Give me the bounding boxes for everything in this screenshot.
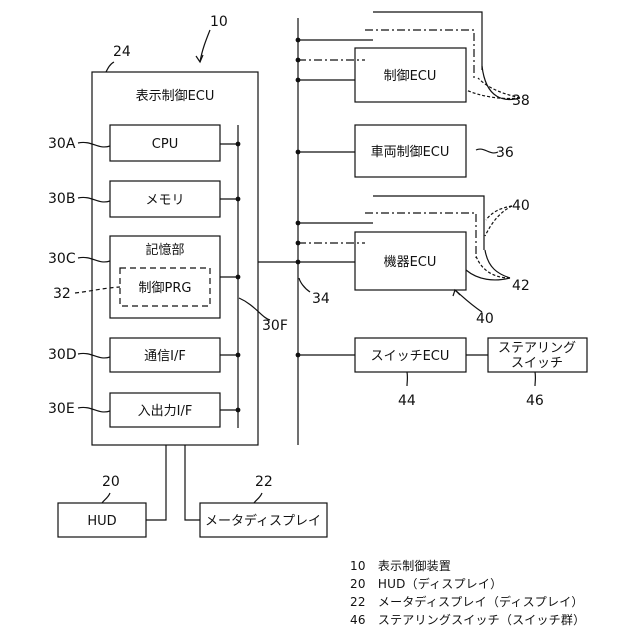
hud-label: HUD <box>87 514 116 529</box>
ref-30D: 30D <box>48 347 77 363</box>
device-ecu-label: 機器ECU <box>384 255 437 270</box>
junction-dot <box>236 142 241 147</box>
comm-if-label: 通信I/F <box>144 349 186 364</box>
ref-46: 46 <box>526 393 544 409</box>
cpu-label: CPU <box>152 137 178 152</box>
ref-34: 34 <box>312 291 330 307</box>
ref-32: 32 <box>53 286 71 302</box>
ref-44: 44 <box>398 393 416 409</box>
ref-22: 22 <box>255 474 273 490</box>
junction-dot <box>236 353 241 358</box>
storage-label: 記憶部 <box>145 242 184 258</box>
junction-dot <box>296 58 301 63</box>
junction-dot <box>296 353 301 358</box>
junction-dot <box>296 38 301 43</box>
junction-dot <box>236 408 241 413</box>
junction-dot <box>236 275 241 280</box>
ref-36: 36 <box>496 145 514 161</box>
ref-30F: 30F <box>262 318 288 334</box>
steering-switch-label-line1: ステアリング <box>498 341 576 356</box>
program-label: 制御PRG <box>139 281 192 296</box>
memory-label: メモリ <box>145 193 184 208</box>
junction-dot <box>296 150 301 155</box>
ref-30C: 30C <box>48 251 76 267</box>
ref-10: 10 <box>210 14 228 30</box>
ref-30A: 30A <box>48 136 76 152</box>
ref-30B: 30B <box>48 191 75 207</box>
junction-dot <box>236 197 241 202</box>
display-ecu-box <box>92 72 258 445</box>
junction-dot <box>296 241 301 246</box>
ref-24: 24 <box>113 44 131 60</box>
legend-item: 46 ステアリングスイッチ（スイッチ群） <box>350 613 585 627</box>
switch-ecu-label: スイッチECU <box>371 349 450 364</box>
ref-30E: 30E <box>48 401 75 417</box>
ref-38: 38 <box>512 93 530 109</box>
ref-20: 20 <box>102 474 120 490</box>
junction-dot <box>296 221 301 226</box>
junction-dot <box>296 260 301 265</box>
steering-switch-label-line2: スイッチ <box>511 356 563 371</box>
control-ecu-label: 制御ECU <box>384 69 437 84</box>
display-ecu-label: 表示制御ECU <box>136 89 215 104</box>
ref-42: 42 <box>512 278 530 294</box>
ref-40-top: 40 <box>512 198 530 214</box>
legend-item: 20 HUD（ディスプレイ） <box>350 576 502 591</box>
legend-item: 10 表示制御装置 <box>350 558 451 573</box>
io-if-label: 入出力I/F <box>138 404 193 419</box>
ref-40-bottom: 40 <box>476 311 494 327</box>
meter-display-label: メータディスプレイ <box>205 513 321 529</box>
vehicle-control-ecu-label: 車両制御ECU <box>371 145 450 160</box>
junction-dot <box>296 78 301 83</box>
legend-item: 22 メータディスプレイ（ディスプレイ） <box>350 594 584 609</box>
